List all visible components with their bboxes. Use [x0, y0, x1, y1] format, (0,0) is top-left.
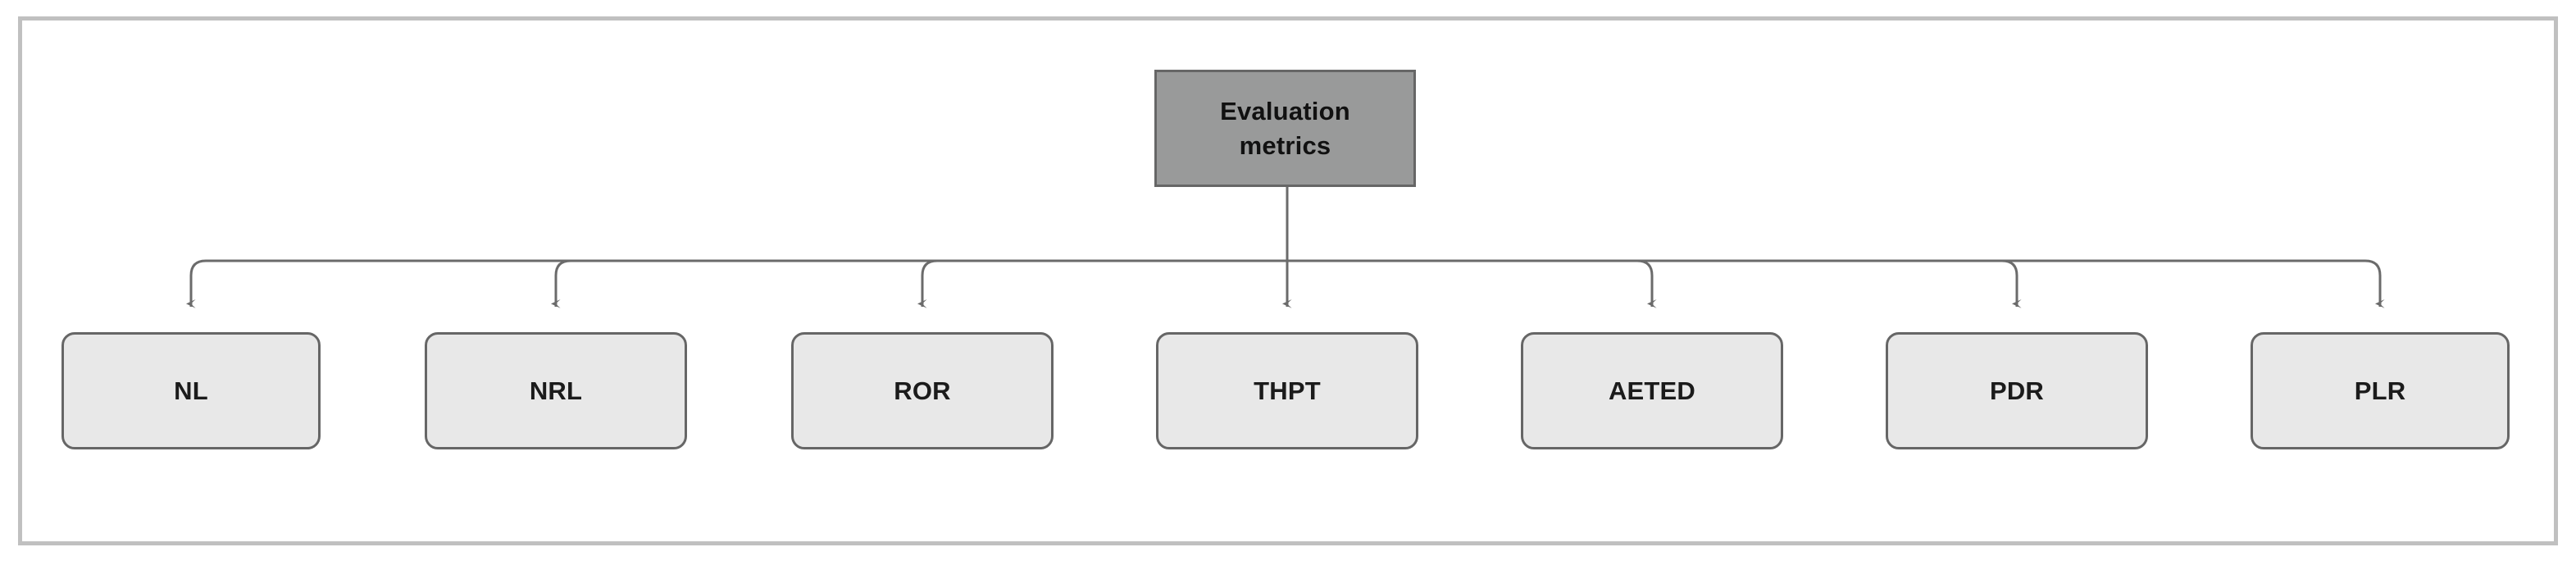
node-nrl[interactable]: NRL [425, 332, 687, 449]
node-pdr[interactable]: PDR [1886, 332, 2148, 449]
node-label: ROR [894, 376, 951, 405]
node-label: NRL [529, 376, 583, 405]
node-label: THPT [1254, 376, 1321, 405]
node-nl[interactable]: NL [61, 332, 321, 449]
node-aeted[interactable]: AETED [1521, 332, 1783, 449]
node-label-line-1: Evaluation [1220, 96, 1350, 125]
node-thpt[interactable]: THPT [1156, 332, 1418, 449]
node-evaluation-metrics[interactable]: Evaluation metrics [1154, 70, 1416, 187]
node-label: AETED [1608, 376, 1696, 405]
node-label: PDR [1989, 376, 2045, 405]
node-plr[interactable]: PLR [2251, 332, 2510, 449]
node-label: PLR [2354, 376, 2406, 405]
node-ror[interactable]: ROR [791, 332, 1054, 449]
node-label: Evaluation metrics [1220, 94, 1350, 163]
node-label: NL [174, 376, 208, 405]
node-label-line-2: metrics [1239, 130, 1331, 160]
